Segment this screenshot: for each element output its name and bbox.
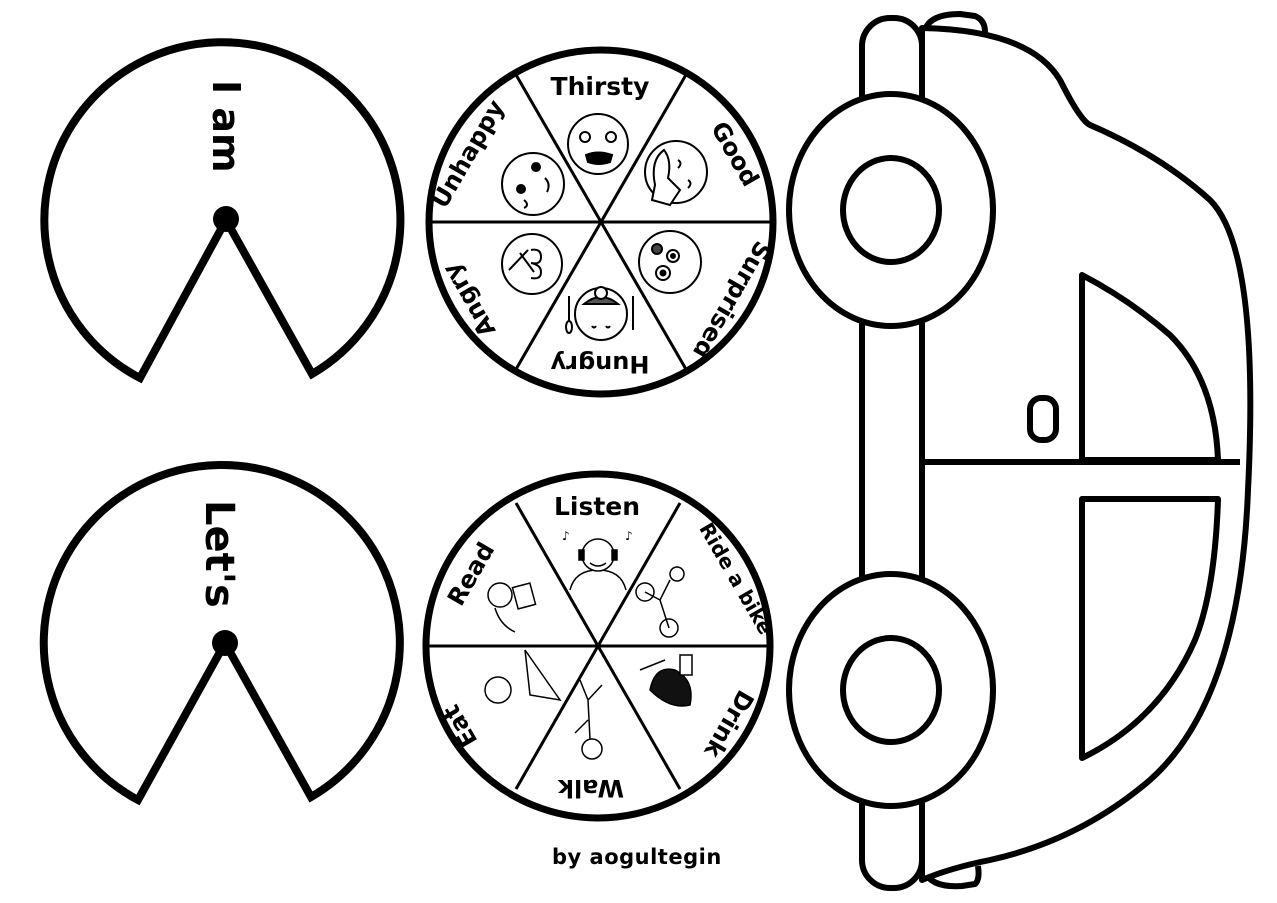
segment-label-thirsty: Thirsty — [551, 72, 650, 101]
surprised-face-icon — [638, 230, 702, 294]
svg-text:♪: ♪ — [625, 529, 633, 543]
pivot-dot — [212, 630, 238, 656]
cutout-label-i-am: I am — [204, 80, 248, 173]
segment-label-hungry: Hungry — [550, 350, 649, 378]
thirsty-face-icon — [567, 113, 629, 175]
car-window-front — [1079, 272, 1221, 463]
car-hubcap-rear — [840, 635, 942, 745]
walking-figure-icon — [574, 679, 603, 760]
car-outline — [786, 11, 1254, 891]
car-door-handle — [1027, 395, 1059, 443]
angry-face-icon — [501, 233, 563, 295]
car-window-rear — [1079, 496, 1221, 761]
thumbs-up-face-icon — [644, 140, 708, 207]
unhappy-face-icon — [501, 152, 565, 216]
segment-label-listen: Listen — [554, 492, 640, 521]
author-credit: by aogultegin — [552, 845, 722, 869]
car-hubcap-front — [840, 155, 942, 265]
svg-text:♪: ♪ — [562, 529, 570, 543]
hungry-face-icon — [565, 286, 634, 341]
bike-rider-icon — [635, 566, 685, 638]
i-am-cutout: I am — [40, 38, 405, 384]
actions-wheel: Listen Ride a bike Drink Walk Eat Read ♪… — [422, 470, 778, 822]
reading-child-icon — [487, 582, 537, 633]
drinking-child-icon — [639, 654, 693, 707]
cutout-label-lets: Let's — [196, 500, 242, 608]
listening-headphones-icon: ♪ ♪ — [562, 529, 633, 591]
pivot-dot — [213, 206, 239, 232]
eating-child-icon — [484, 649, 562, 704]
emotions-wheel: Thirsty Good Surprised Hungry Angry Unha… — [425, 46, 777, 398]
segment-label-walk: Walk — [557, 774, 624, 802]
lets-cutout: Let's — [39, 460, 404, 806]
